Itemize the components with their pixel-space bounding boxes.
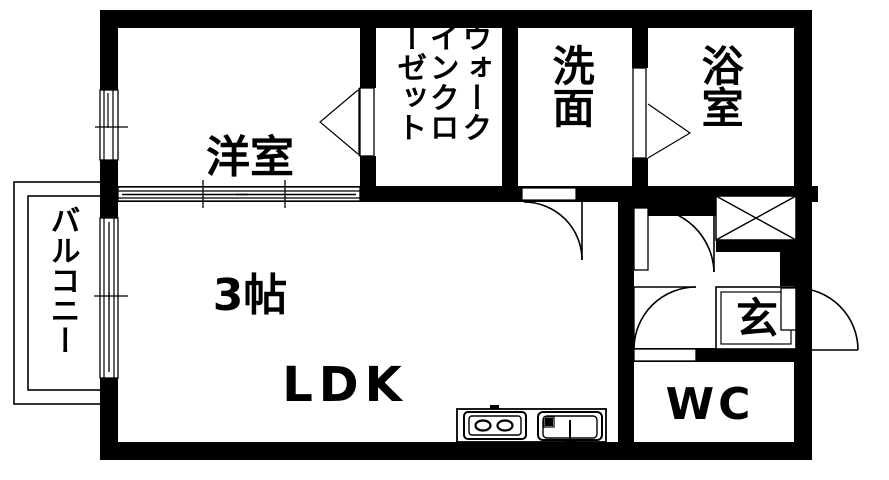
shoe-cabinet [715,195,797,241]
room-label-entrance: 玄 [735,294,778,343]
room-label-bedroom-line1: 洋室 [206,132,294,183]
room-label-bedroom-line2: 3帖 [212,270,288,321]
washroom-door-opening [521,187,577,201]
room-label-bathroom: 浴室 [695,44,745,128]
kitchen-counter [456,405,607,447]
walk-in-closet-folding-door [319,87,375,157]
hallway-upper-door [633,207,715,273]
bedroom-window [95,89,128,161]
sink-icon [537,411,603,447]
room-label-toilet: WC [665,379,755,430]
wic-label-col1: ウォーク [456,22,492,142]
room-label-ldk: LDK 9帖 [250,265,440,480]
room-label-ldk-line1: LDK [282,357,408,413]
stove-icon [463,405,527,440]
room-label-bedroom: 洋室 3帖 [160,48,340,406]
entrance-door [780,287,859,351]
wic-label-col3: ーゼット [391,22,427,142]
room-label-washroom: 洗面 [546,44,596,128]
room-label-balcony: バルコニー [44,205,80,355]
wic-label-col2: インクロ [423,22,459,142]
balcony-sliding-door [94,217,128,379]
bathroom-folding-door [632,67,692,159]
washroom-ldk-door [523,201,583,261]
room-label-walk-in-closet: ウォーク インクロ ーゼット [381,22,501,184]
wc-door [633,286,697,362]
bedroom-sliding-door [117,180,361,208]
exterior-walls [100,10,812,460]
